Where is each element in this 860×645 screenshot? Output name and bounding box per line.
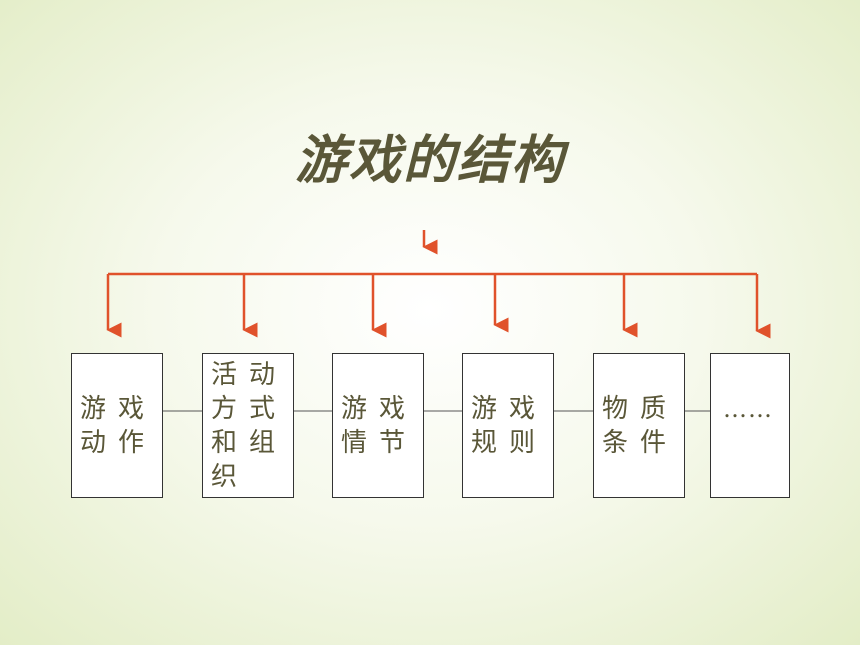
box-game-plot: 游戏情节 bbox=[332, 353, 424, 498]
box-label: 游戏动作 bbox=[80, 394, 157, 458]
box-label: 活动方式和组织 bbox=[211, 360, 288, 492]
box-game-rules: 游戏规则 bbox=[462, 353, 554, 498]
box-label: 游戏规则 bbox=[471, 394, 548, 458]
box-material-conditions: 物质条件 bbox=[593, 353, 685, 498]
box-activity-organization: 活动方式和组织 bbox=[202, 353, 294, 498]
diagram-title: 游戏的结构 bbox=[294, 131, 565, 191]
box-ellipsis: …… bbox=[710, 353, 790, 498]
box-label: …… bbox=[723, 395, 773, 423]
box-label: 游戏情节 bbox=[341, 394, 418, 458]
box-game-actions: 游戏动作 bbox=[71, 353, 163, 498]
box-label: 物质条件 bbox=[602, 394, 679, 458]
